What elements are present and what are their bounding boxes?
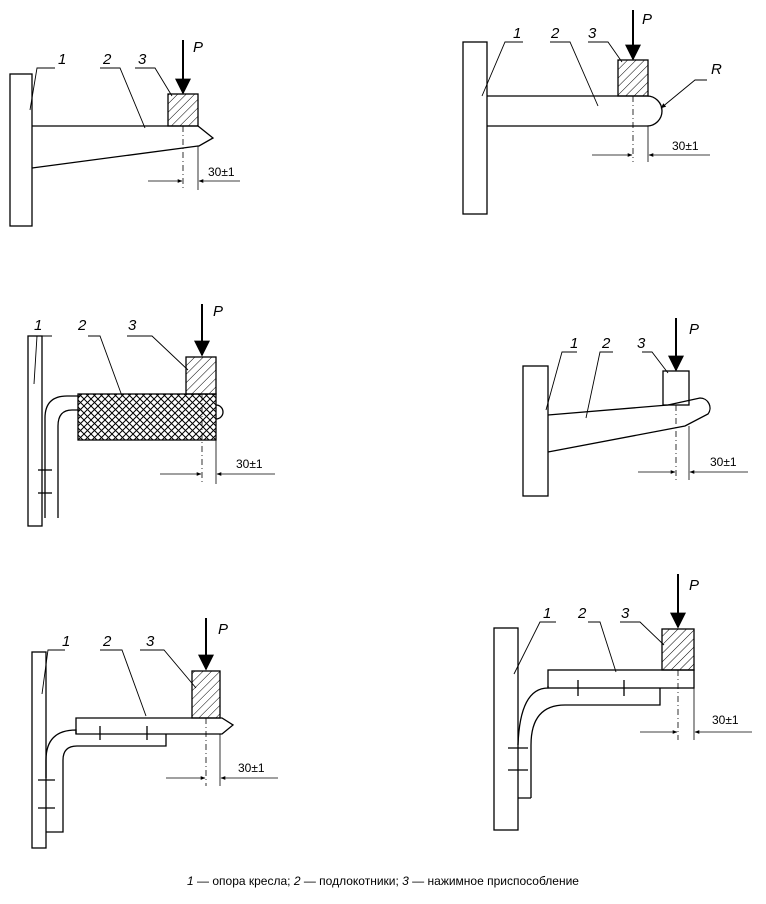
label-force: P bbox=[193, 39, 203, 56]
label-force: P bbox=[689, 321, 699, 338]
label-support: 1 bbox=[513, 25, 521, 42]
tube-bracket bbox=[517, 686, 661, 799]
caption-text-3: — нажимное приспособление bbox=[408, 874, 579, 888]
armrest-cushion bbox=[77, 393, 217, 441]
caption-num-1: 1 bbox=[187, 874, 194, 888]
label-force: P bbox=[213, 303, 223, 320]
label-device: 3 bbox=[588, 25, 597, 42]
chair-support bbox=[27, 335, 43, 527]
tube-bracket bbox=[44, 395, 80, 518]
label-support: 1 bbox=[62, 633, 70, 650]
pressure-device bbox=[191, 670, 221, 719]
label-force: P bbox=[689, 577, 699, 594]
chair-support bbox=[9, 73, 33, 227]
caption-num-2: 2 bbox=[293, 874, 301, 888]
label-radius: R bbox=[711, 61, 722, 78]
label-device: 3 bbox=[146, 633, 155, 650]
label-force: P bbox=[218, 621, 228, 638]
label-dimension: 30±1 bbox=[238, 761, 265, 775]
chair-support bbox=[522, 365, 549, 497]
fig-rounded-armrest bbox=[462, 10, 710, 215]
caption-text-1: — опора кресла; bbox=[193, 874, 294, 888]
tube-bracket bbox=[45, 729, 167, 833]
fig-curved-armrest bbox=[522, 318, 748, 497]
caption-num-3: 3 bbox=[402, 874, 409, 888]
label-armrest: 2 bbox=[577, 605, 587, 622]
label-dimension: 30±1 bbox=[208, 165, 235, 179]
label-armrest: 2 bbox=[102, 51, 112, 68]
label-force: P bbox=[642, 11, 652, 28]
armrest bbox=[31, 125, 215, 169]
figure-labels: 1 2 3 P 30±1 1 2 3 P R 30±1 1 2 3 P 30±1… bbox=[34, 11, 739, 775]
label-armrest: 2 bbox=[550, 25, 560, 42]
chair-support bbox=[31, 651, 47, 849]
armrest bbox=[487, 95, 663, 127]
pressure-device bbox=[617, 59, 649, 97]
fig-flat-armrest bbox=[493, 574, 752, 831]
armrest bbox=[547, 397, 711, 453]
label-support: 1 bbox=[543, 605, 551, 622]
label-device: 3 bbox=[621, 605, 630, 622]
caption-text-2: — подлокотники; bbox=[300, 874, 403, 888]
label-armrest: 2 bbox=[601, 335, 611, 352]
label-dimension: 30±1 bbox=[236, 457, 263, 471]
label-armrest: 2 bbox=[102, 633, 112, 650]
pressure-device bbox=[661, 628, 695, 671]
fig-tapered-armrest bbox=[9, 40, 240, 227]
label-armrest: 2 bbox=[77, 317, 87, 334]
chair-support bbox=[493, 627, 519, 831]
label-support: 1 bbox=[34, 317, 42, 334]
pressure-device bbox=[185, 356, 217, 395]
label-support: 1 bbox=[570, 335, 578, 352]
label-support: 1 bbox=[58, 51, 66, 68]
label-device: 3 bbox=[128, 317, 137, 334]
pressure-device bbox=[167, 93, 199, 127]
fig-upholstered-armrest bbox=[27, 304, 275, 527]
figure-caption: 1 — опора кресла; 2 — подлокотники; 3 — … bbox=[0, 874, 766, 888]
chair-support bbox=[462, 41, 488, 215]
armrest bbox=[547, 669, 695, 689]
label-dimension: 30±1 bbox=[710, 455, 737, 469]
label-device: 3 bbox=[138, 51, 147, 68]
label-dimension: 30±1 bbox=[672, 139, 699, 153]
pressure-device bbox=[662, 370, 690, 406]
label-dimension: 30±1 bbox=[712, 713, 739, 727]
label-device: 3 bbox=[637, 335, 646, 352]
fig-pointed-armrest bbox=[31, 618, 278, 849]
